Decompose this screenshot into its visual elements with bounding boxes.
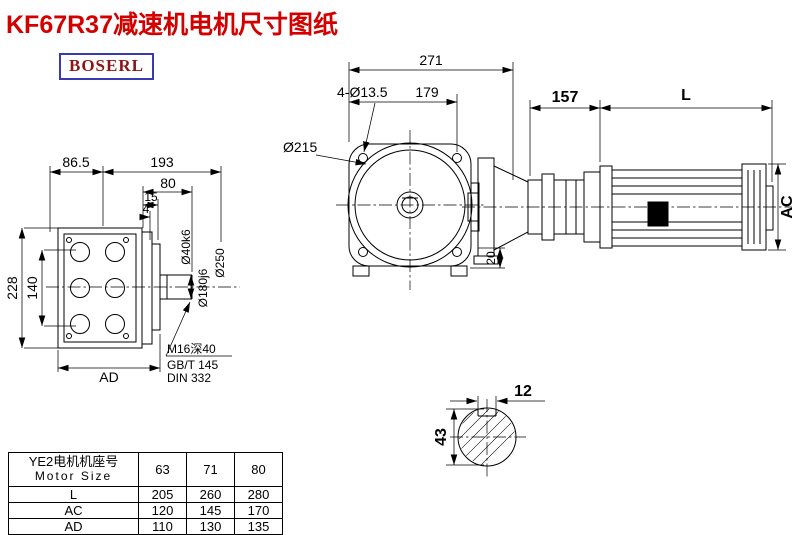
frame-size-63: 63 [138, 452, 187, 487]
shaft-section [457, 407, 517, 467]
frame-size-80: 80 [234, 452, 283, 487]
value-AC-80: 170 [234, 501, 283, 519]
col-header-motor-size: YE2电机机座号 Motor Size [8, 452, 139, 487]
dim-AC: AC [779, 195, 796, 219]
section-dimensions [446, 396, 545, 466]
dim-foot-20: 20 [484, 251, 498, 265]
dim-271: 271 [419, 52, 443, 68]
motor-side-view [467, 157, 774, 265]
dim-bolt-holes: 4-Ø13.5 [337, 84, 388, 100]
thread-din: DIN 332 [167, 371, 211, 385]
dim-86-5: 86.5 [62, 154, 89, 170]
dim-193: 193 [150, 154, 174, 170]
value-AD-80: 135 [234, 517, 283, 535]
value-AD-71: 130 [186, 517, 235, 535]
value-AD-63: 110 [138, 517, 187, 535]
dim-AD: AD [99, 369, 118, 385]
dim-shaft-dia: Ø40k6 [179, 229, 193, 265]
row-label-AD: AD [8, 517, 139, 535]
dim-140: 140 [24, 276, 40, 300]
output-view-dimensions [18, 166, 232, 372]
value-L-63: 205 [138, 485, 187, 503]
table-row-AC: AC 120 145 170 [8, 501, 283, 519]
dim-flange-dia: Ø215 [283, 139, 317, 155]
value-L-71: 260 [186, 485, 235, 503]
dim-4: 4 [143, 202, 150, 216]
frame-size-71: 71 [186, 452, 235, 487]
header-cn: YE2电机机座号 [28, 454, 119, 469]
motor-size-table: YE2电机机座号 Motor Size 63 71 80 L 205 260 2… [8, 452, 283, 535]
row-label-AC: AC [8, 501, 139, 519]
table-row-AD: AD 110 130 135 [8, 517, 283, 535]
row-label-L: L [8, 485, 139, 503]
center-lines [46, 130, 792, 477]
dim-section-dia: 43 [433, 428, 450, 446]
value-AC-63: 120 [138, 501, 187, 519]
thread-spec: M16深40 [167, 342, 216, 356]
value-L-80: 280 [234, 485, 283, 503]
front-view [347, 142, 480, 277]
table-row-L: L 205 260 280 [8, 485, 283, 503]
dim-spigot-dia: Ø180j6 [196, 268, 210, 307]
brand-logo: BOSERL [59, 53, 154, 80]
output-side-view [57, 227, 193, 349]
header-en: Motor Size [34, 468, 113, 483]
dim-key-width: 12 [514, 383, 532, 400]
dim-15: 15 [144, 190, 158, 204]
page-title: KF67R37减速机电机尺寸图纸 [6, 11, 338, 39]
table-header-row: YE2电机机座号 Motor Size 63 71 80 [8, 452, 283, 487]
dim-80: 80 [160, 175, 176, 191]
dim-228: 228 [4, 276, 20, 300]
value-AC-71: 145 [186, 501, 235, 519]
dim-157: 157 [552, 89, 579, 106]
thread-standard: GB/T 145 [167, 358, 218, 372]
dim-L: L [681, 87, 691, 104]
dim-179: 179 [415, 84, 439, 100]
motor-view-dimensions [529, 100, 786, 251]
front-view-dimensions [315, 62, 514, 269]
dim-flange-od: Ø250 [213, 248, 227, 278]
